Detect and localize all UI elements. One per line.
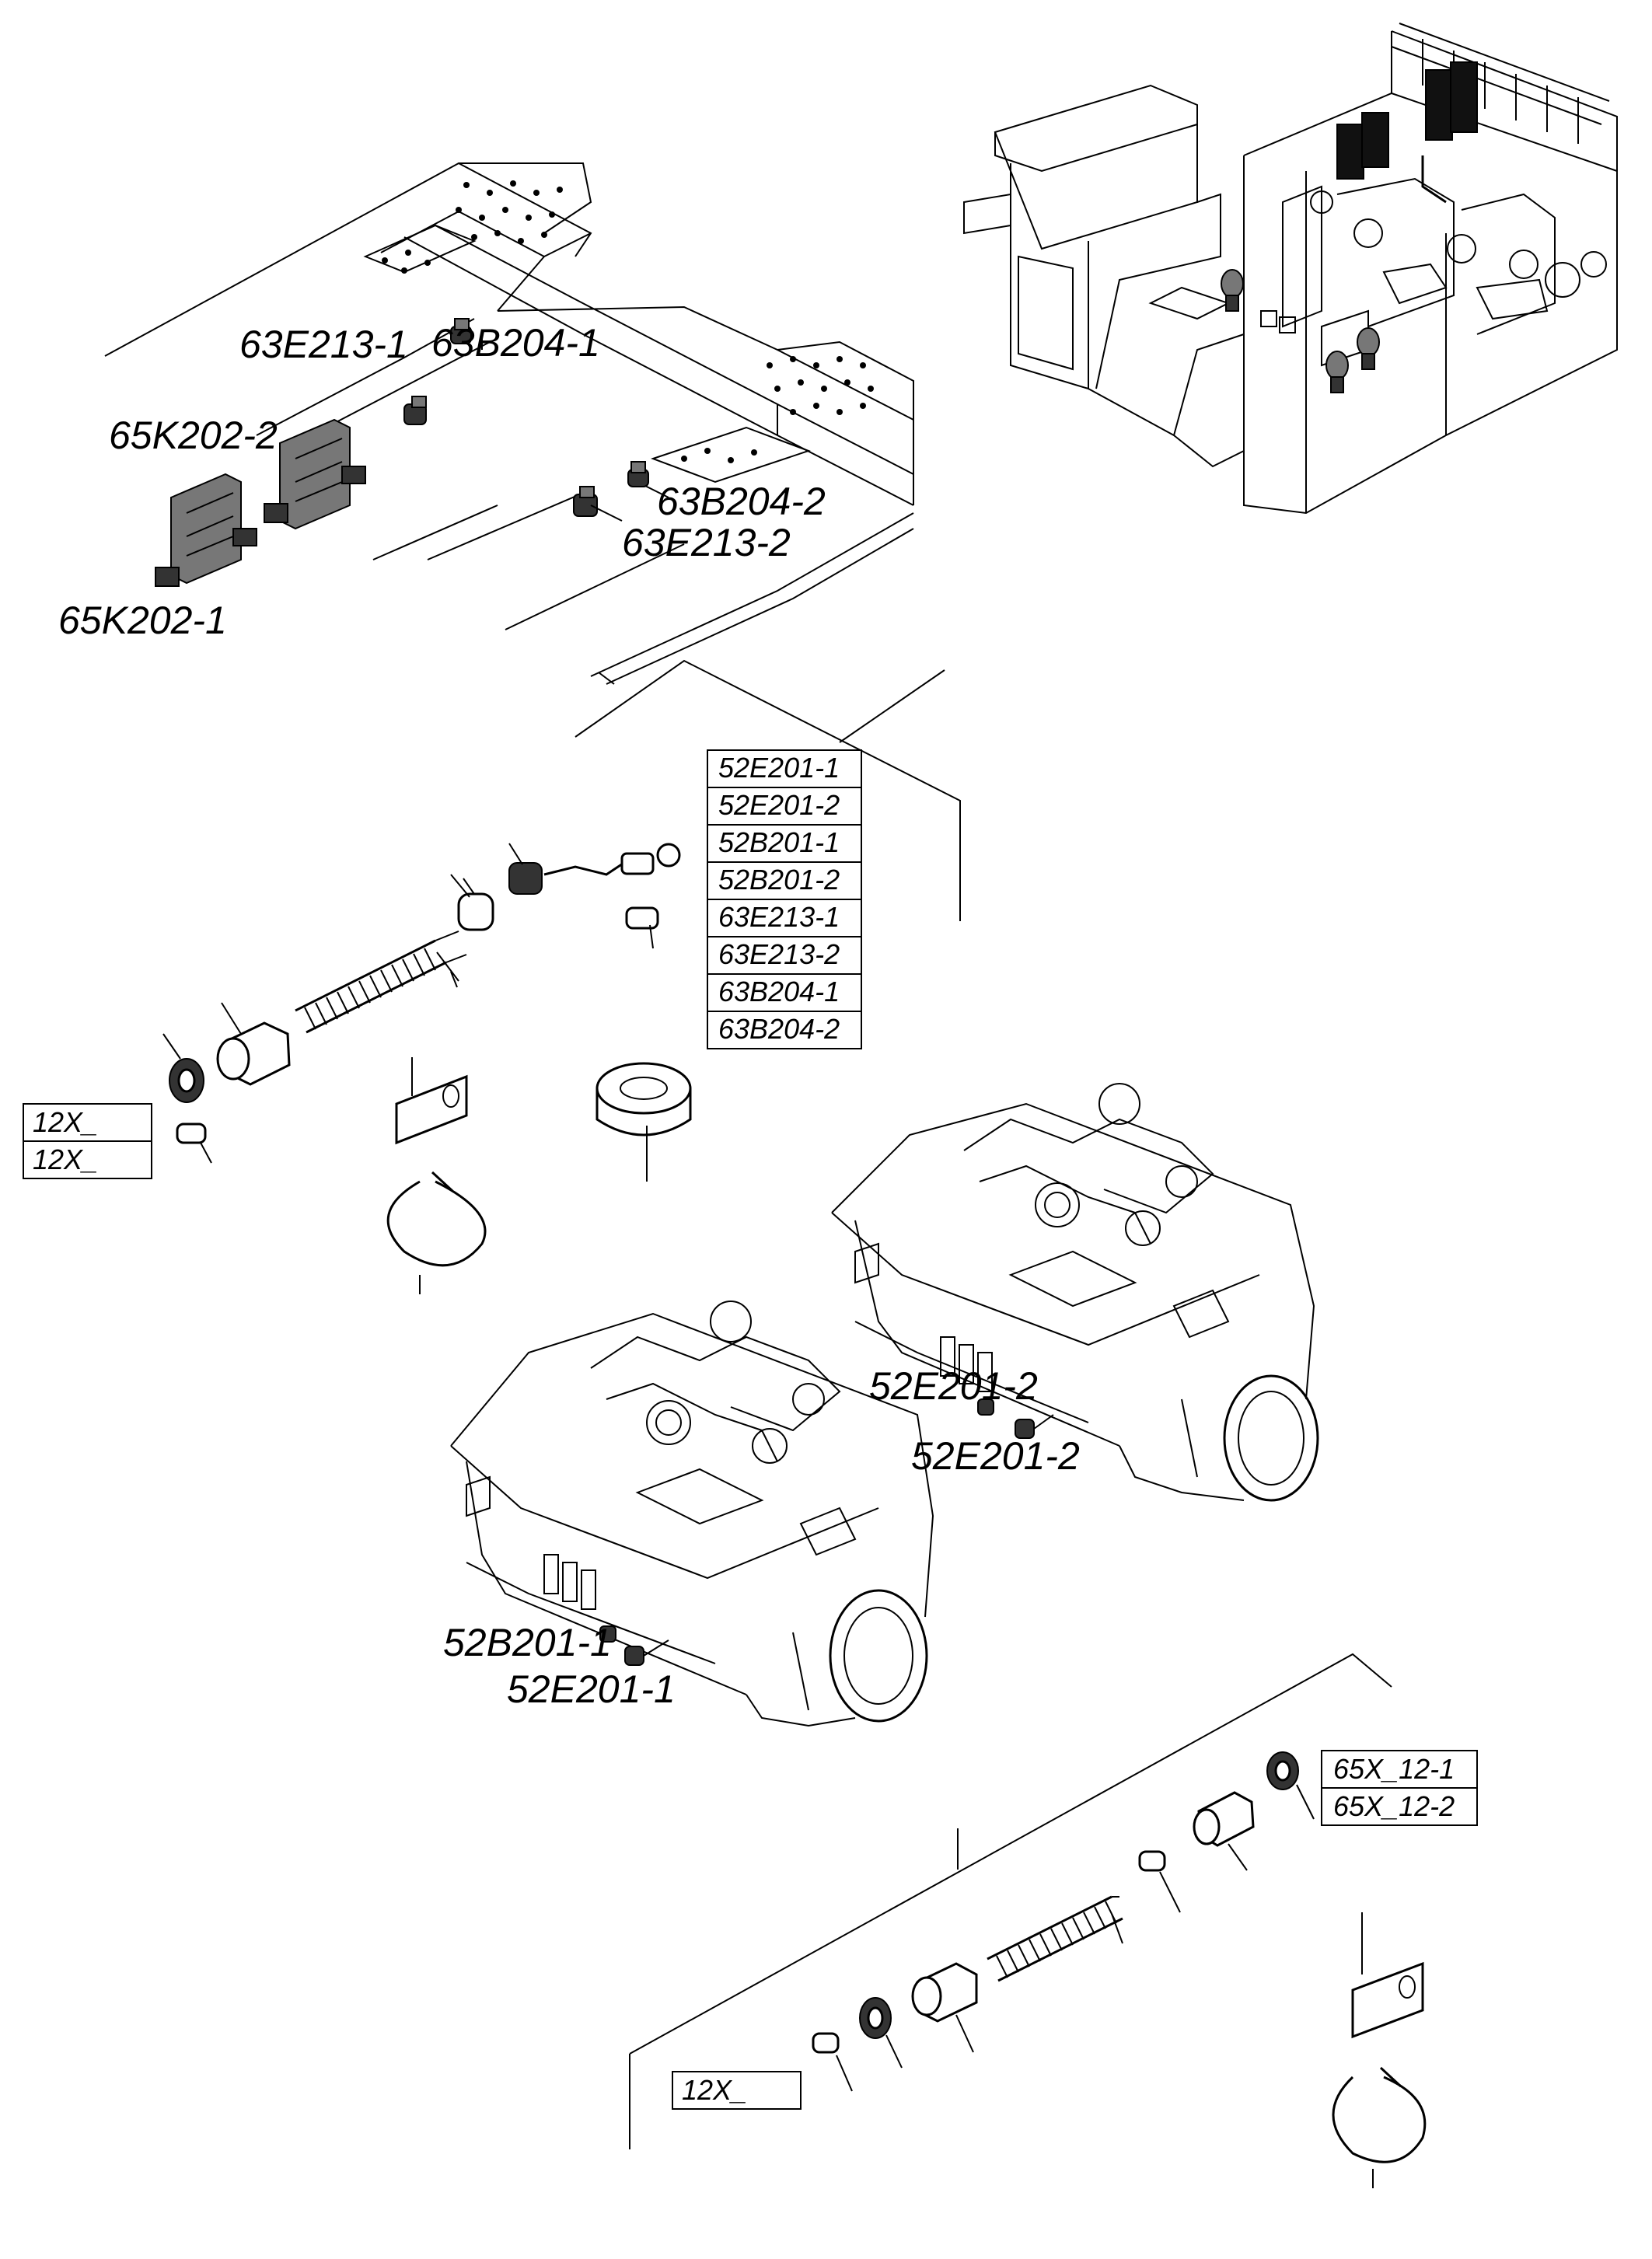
engine-label: 52E201-2: [911, 1434, 1080, 1478]
cable-kit-drawing: [162, 659, 961, 1294]
frame-label: 63E213-2: [622, 521, 791, 564]
sensor-icon: [1357, 327, 1380, 370]
corrugated-tube-icon: [295, 930, 467, 1034]
parts-table-cell: 52E201-1: [718, 752, 840, 784]
machine-overview-drawing: [963, 23, 1618, 515]
parts-table-cell: 63B204-1: [718, 976, 840, 1007]
frame-label: 63E213-1: [239, 323, 408, 366]
vehicle-frame-drawing: [104, 162, 914, 685]
control-unit-icon: [155, 473, 257, 587]
parts-table: 52E201-1 52E201-2 52B201-1 52B201-2 63E2…: [707, 749, 862, 1049]
parts-table-cell: 63E213-1: [718, 901, 840, 933]
engine-label: 52B201-1: [443, 1621, 612, 1664]
frame-label: 65K202-1: [58, 599, 227, 642]
cable-tie-icon: [1332, 2066, 1427, 2188]
engine-label: 52E201-1: [507, 1667, 676, 1711]
parts-table-cell: 65X_12-1: [1333, 1753, 1455, 1785]
parts-table-cell: 63E213-2: [718, 938, 840, 970]
cable-kit-drawing: [629, 1653, 1427, 2188]
parts-table-cell: 12X_: [33, 1106, 98, 1138]
frame-label: 63B204-1: [431, 321, 600, 365]
label-tag-icon: [395, 1057, 468, 1145]
sensor-icon: [624, 1646, 644, 1666]
sensor-icon: [977, 1398, 994, 1416]
parts-table: 12X_: [672, 2071, 802, 2110]
parts-table-cell: 12X_: [682, 2074, 747, 2106]
engine-drawing: [450, 1301, 934, 1727]
connector-icon: [573, 486, 598, 517]
label-tag-icon: [1351, 1912, 1424, 2039]
parts-table: 12X_ 12X_: [23, 1103, 152, 1179]
parts-table: 65X_12-1 65X_12-2: [1321, 1750, 1478, 1826]
connector-icon: [403, 396, 427, 425]
parts-table-cell: 63B204-2: [718, 1013, 840, 1045]
parts-table-cell: 52B201-1: [718, 826, 840, 858]
cable-tie-icon: [386, 1171, 487, 1294]
sensor-icon: [1221, 269, 1244, 312]
tape-roll-icon: [595, 1062, 692, 1182]
engine-drawing: [831, 1083, 1319, 1502]
engine-label: 52E201-2: [869, 1364, 1038, 1408]
frame-label: 65K202-2: [109, 414, 278, 457]
control-unit-icon: [264, 418, 366, 530]
parts-table-cell: 52B201-2: [718, 864, 840, 896]
parts-table-cell: 12X_: [33, 1143, 98, 1175]
connector-icon: [450, 318, 472, 344]
sensor-icon: [599, 1625, 616, 1643]
parts-table-cell: 65X_12-2: [1333, 1790, 1455, 1822]
connector-icon: [627, 461, 649, 487]
sensor-icon: [1325, 351, 1349, 393]
corrugated-tube-icon: [987, 1895, 1123, 1982]
parts-table-cell: 52E201-2: [718, 789, 840, 821]
frame-label: 63B204-2: [657, 480, 826, 523]
